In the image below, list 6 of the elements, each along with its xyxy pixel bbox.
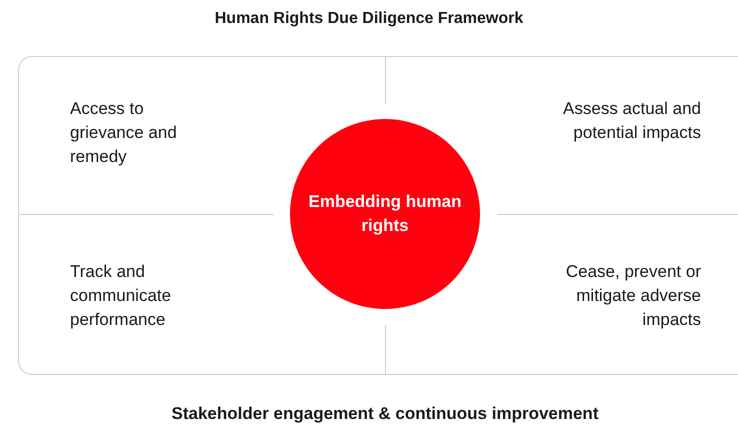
caption: Stakeholder engagement & continuous improvement [170,403,600,425]
quadrant-label: Track and communicate performance [70,261,172,331]
quadrant-label: Access to grievance and remedy [70,98,178,168]
title: Human Rights Due Diligence Framework [214,9,524,29]
quadrant-label: Cease, prevent or mitigate adverse impacts [564,261,701,331]
quadrant-label: Assess actual and potential impacts [562,98,701,144]
